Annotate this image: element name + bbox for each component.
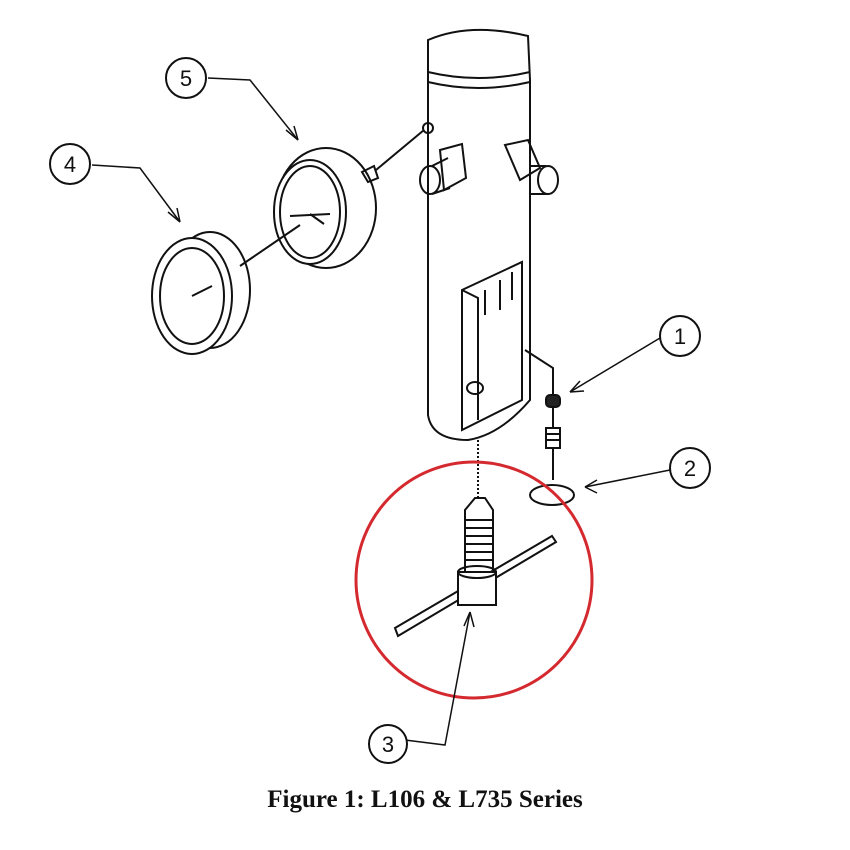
gauge-4: [151, 224, 301, 355]
svg-text:5: 5: [180, 66, 192, 91]
washer-2: [529, 484, 575, 506]
t-handle-3: [393, 440, 558, 638]
callout-4: 4: [49, 143, 91, 185]
callout-5: 5: [165, 57, 207, 99]
svg-text:3: 3: [382, 732, 394, 757]
callout-2: 2: [669, 447, 711, 489]
regulator-body: [427, 28, 531, 442]
fitting-right: [503, 138, 559, 195]
callout-leaders: [91, 77, 671, 746]
svg-text:4: 4: [64, 152, 76, 177]
figure-caption: Figure 1: L106 & L735 Series: [267, 786, 583, 813]
highlight-circle: [354, 460, 594, 700]
gauge-5: [273, 122, 434, 269]
callout-3: 3: [368, 724, 408, 764]
svg-text:1: 1: [674, 324, 686, 349]
svg-text:2: 2: [684, 456, 696, 481]
fitting-left: [419, 142, 468, 195]
callout-1: 1: [659, 315, 701, 357]
set-screw-1: [524, 349, 561, 480]
